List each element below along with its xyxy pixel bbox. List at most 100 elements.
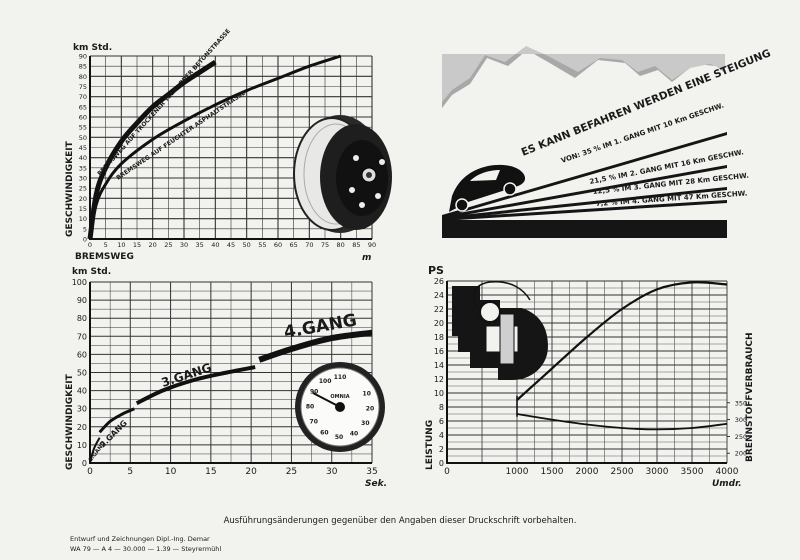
- speedo-numeral: 30: [361, 420, 369, 427]
- speedo-numeral: 10: [363, 390, 371, 397]
- y-tick-label: 16: [434, 347, 444, 356]
- braking-y-label: GESCHWINDIGKEIT: [65, 140, 75, 237]
- braking-curve-2: [88, 54, 342, 240]
- y-tick-label: 22: [434, 305, 444, 314]
- speedo-numeral: 100: [319, 378, 332, 385]
- power-curve-2: [516, 413, 728, 431]
- x-tick-label: 3000: [646, 467, 669, 477]
- y-tick-label: 30: [77, 405, 87, 414]
- x-tick-label: 15: [205, 467, 216, 477]
- brake-drum-illustration: [293, 115, 392, 233]
- imprint: Entwurf und Zeichnungen Dipl.-Ing. Demar…: [70, 534, 221, 554]
- y-tick-label: 20: [79, 195, 87, 203]
- power-y-unit: PS: [428, 264, 444, 277]
- x-tick-label: 75: [321, 241, 329, 249]
- speedo-numeral: 40: [350, 431, 358, 438]
- y-tick-label: 35: [79, 164, 87, 172]
- power-x-unit: Umdr.: [712, 479, 742, 489]
- y-tick-label: 40: [79, 154, 87, 162]
- x-tick-label: 65: [290, 241, 298, 249]
- x-tick-label: 60: [274, 241, 282, 249]
- y-tick-label: 50: [79, 134, 87, 142]
- y-tick-label: 20: [434, 319, 444, 328]
- x-tick-label: 0: [87, 467, 93, 477]
- y-tick-label: 55: [79, 124, 87, 132]
- incline-line-4: [442, 200, 727, 221]
- gear-curves: [89, 329, 373, 464]
- imprint-line-2: WA 79 — A 4 — 30.000 — 1.39 — Steyrermüh…: [70, 545, 222, 553]
- y-tick-label: 100: [72, 278, 87, 287]
- incline-line-2: [442, 165, 727, 219]
- y-tick-label: 24: [434, 291, 444, 300]
- y-tick-label: 10: [79, 215, 87, 223]
- imprint-line-1: Entwurf und Zeichnungen Dipl.-Ing. Demar: [70, 535, 210, 543]
- road-strip: [442, 220, 727, 238]
- x-tick-label: 2000: [576, 467, 599, 477]
- y-tick-label: 10: [77, 441, 87, 450]
- braking-curve-1: [87, 60, 217, 240]
- incline-line-1: [442, 132, 727, 218]
- y-tick-label: 30: [79, 175, 87, 183]
- x-tick-label: 10: [165, 467, 177, 477]
- speedo-numeral: 110: [334, 374, 347, 381]
- car-icon: [449, 164, 526, 212]
- speedo-brand: OMNIA: [330, 394, 349, 400]
- disclaimer-footer: Ausführungsänderungen gegenüber den Anga…: [223, 516, 577, 526]
- braking-x-label: BREMSWEG: [75, 252, 134, 262]
- mountain-ridge: [442, 46, 725, 102]
- gear-y-unit: km Std.: [72, 267, 111, 277]
- x-tick-label: 85: [352, 241, 360, 249]
- y-tick-label: 60: [79, 114, 87, 122]
- y-tick-label: 70: [77, 332, 87, 341]
- gear-curve-4: [258, 329, 373, 363]
- x-tick-label: 30: [180, 241, 188, 249]
- x-tick-label: 45: [227, 241, 235, 249]
- x-tick-label: 70: [305, 241, 313, 249]
- y-tick-label: 40: [77, 387, 87, 396]
- gear-curve-1: [89, 437, 101, 464]
- x-tick-label: 40: [211, 241, 219, 249]
- x-tick-label: 50: [243, 241, 251, 249]
- x-tick-label: 3500: [681, 467, 704, 477]
- y-tick-label: 8: [439, 403, 444, 412]
- x-tick-label: 25: [164, 241, 172, 249]
- y-tick-label: 5: [83, 225, 87, 233]
- gear-y-label: GESCHWINDIGKEIT: [65, 373, 75, 470]
- speedo-numeral: 80: [306, 404, 314, 411]
- gear-x-unit: Sek.: [365, 479, 387, 489]
- x-tick-label: 1500: [541, 467, 564, 477]
- y-tick-label: 25: [79, 185, 87, 193]
- y-tick-label: 12: [434, 375, 444, 384]
- gear-curve-2: [98, 407, 135, 434]
- x-tick-label: 30: [326, 467, 338, 477]
- x-tick-label: 20: [149, 241, 157, 249]
- y-tick-label: 70: [79, 93, 87, 101]
- speedo-numeral: 50: [335, 434, 343, 441]
- y-tick-label: 50: [77, 369, 87, 378]
- y-tick-label: 65: [79, 103, 87, 111]
- y-tick-label: 0: [83, 236, 87, 244]
- y2-tick-label: 200: [735, 450, 747, 458]
- x-tick-label: 0: [88, 241, 92, 249]
- power-y-label: LEISTUNG: [425, 420, 435, 470]
- x-tick-label: 90: [368, 241, 376, 249]
- x-tick-label: 55: [258, 241, 266, 249]
- power-curve-1: [516, 281, 728, 401]
- power-right-label: BRENNSTOFFVERBRAUCH: [745, 332, 755, 462]
- x-tick-label: 4000: [716, 467, 739, 477]
- y-tick-label: 2: [439, 445, 444, 454]
- y-tick-label: 18: [434, 333, 444, 342]
- speedo-numeral: 70: [310, 418, 318, 425]
- x-tick-label: 35: [196, 241, 204, 249]
- x-tick-label: 80: [337, 241, 345, 249]
- braking-x-unit: m: [362, 253, 371, 263]
- y-tick-label: 85: [79, 63, 87, 71]
- x-tick-label: 35: [366, 467, 377, 477]
- y-tick-label: 14: [434, 361, 444, 370]
